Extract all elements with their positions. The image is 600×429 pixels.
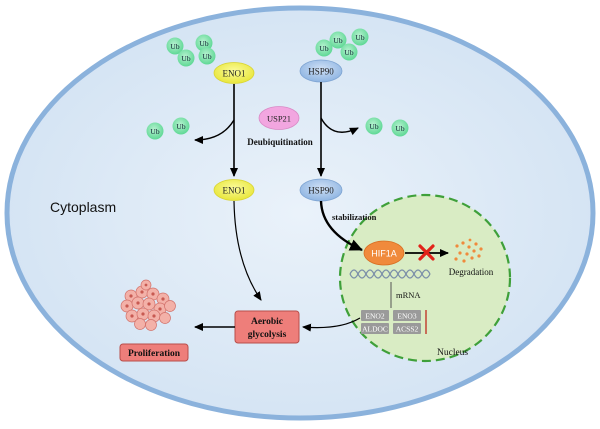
- hsp90-ubiquitinated: HSP90: [299, 59, 343, 83]
- ub-cluster-hsp90: Ub Ub Ub Ub: [315, 28, 369, 61]
- label-label: Ub: [181, 54, 190, 63]
- deubiquitination-label: Deubiquitination: [247, 137, 313, 147]
- eno1-to-glycolysis-arrow: [233, 200, 262, 301]
- acss2-label: ACSS2: [396, 325, 419, 334]
- proliferation-label: Proliferation: [128, 349, 181, 359]
- label-label: Ub: [369, 122, 378, 131]
- ub-released-eno1: Ub Ub: [146, 117, 190, 140]
- label-label: Ub: [344, 48, 353, 57]
- ub-icon: Ub: [351, 28, 369, 46]
- degradation-debris-icon: [454, 238, 483, 263]
- label-label: Ub: [176, 122, 185, 131]
- label-label: Ub: [202, 52, 211, 61]
- ub-icon: Ub: [195, 34, 213, 52]
- tumor-cell-nuclei: [125, 283, 165, 318]
- eno1-stable: ENO1: [213, 179, 255, 201]
- ub-icon: Ub: [146, 122, 164, 140]
- aldoc-label: ALDOC: [362, 325, 388, 334]
- ub-icon: Ub: [172, 117, 190, 135]
- usp21: USP21: [258, 106, 300, 130]
- hsp90-stable: HSP90: [299, 178, 343, 202]
- eno1-ubiquitinated: ENO1: [213, 62, 255, 84]
- eno3-label: ENO3: [397, 312, 416, 321]
- ub-cluster-eno1: Ub Ub Ub Ub: [166, 34, 216, 67]
- aerobic-line1-label: Aerobic: [251, 317, 283, 327]
- label-label: Ub: [333, 36, 342, 45]
- ub-icon: Ub: [391, 119, 409, 137]
- ub-icon: Ub: [329, 31, 347, 49]
- ub-icon: Ub: [315, 39, 333, 57]
- ub-released-hsp90: Ub Ub: [365, 117, 409, 137]
- label-label: Ub: [355, 33, 364, 42]
- gene-aldoc: ALDOC: [361, 323, 389, 334]
- label-label: Ub: [150, 127, 159, 136]
- label-label: Ub: [395, 124, 404, 133]
- stabilization-arrow: [319, 200, 363, 252]
- hif1a: HIF1A: [363, 240, 405, 266]
- cytoplasm-label: Cytoplasm: [50, 199, 116, 215]
- ub-icon: Ub: [340, 43, 358, 61]
- block-cross-icon: [418, 244, 435, 261]
- label-label: Ub: [170, 42, 179, 51]
- label-label: Ub: [319, 44, 328, 53]
- eno1-ub-release-arrow: [194, 119, 235, 144]
- mrna-label: mRNA: [396, 290, 421, 300]
- ub-icon: Ub: [177, 49, 195, 67]
- dna-helix-icon: [349, 269, 431, 279]
- gene-eno3: ENO3: [393, 310, 421, 321]
- eno1-top-label: ENO1: [223, 69, 246, 79]
- aerobic-line2-label: glycolysis: [248, 330, 287, 340]
- ub-icon: Ub: [198, 47, 216, 65]
- hif1a-label: HIF1A: [371, 249, 397, 259]
- eno2-label: ENO2: [365, 312, 384, 321]
- degradation-label: Degradation: [449, 267, 494, 277]
- hsp90-ub-release-arrow: [320, 117, 359, 136]
- nucleus-label: Nucleus: [437, 348, 468, 358]
- aerobic-glycolysis-box: Aerobic glycolysis: [234, 310, 300, 344]
- genes-to-glycolysis-arrow: [302, 317, 361, 332]
- usp21-label: USP21: [267, 114, 291, 124]
- label-label: Ub: [199, 39, 208, 48]
- ub-icon: Ub: [365, 117, 383, 135]
- hsp90-top-label: HSP90: [308, 67, 334, 77]
- gene-acss2: ACSS2: [393, 323, 421, 334]
- hsp90-mid-label: HSP90: [308, 186, 334, 196]
- eno1-mid-label: ENO1: [223, 186, 246, 196]
- stabilization-label: stabilization: [332, 212, 377, 222]
- ub-icon: Ub: [166, 37, 184, 55]
- proliferation-box: Proliferation: [119, 343, 189, 362]
- gene-eno2: ENO2: [361, 310, 389, 321]
